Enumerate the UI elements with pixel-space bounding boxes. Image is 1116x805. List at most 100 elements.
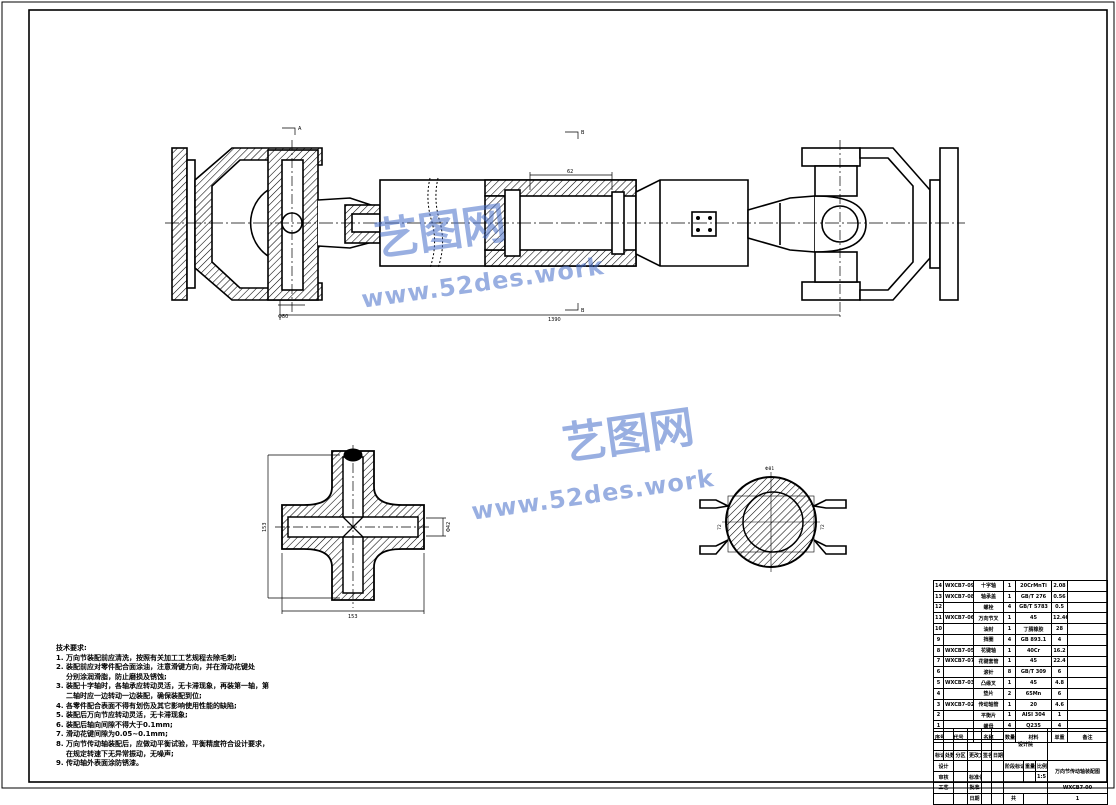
- parts-cell-material: 45: [1015, 612, 1052, 625]
- label-date: 日期: [991, 749, 1004, 762]
- note-item: 2. 装配前应对零件配合面涂油，注意滑键方向，并在滑动花键处: [56, 663, 255, 672]
- section-mark-b: B: [581, 130, 585, 136]
- parts-cell-note: 4.8: [1051, 677, 1068, 689]
- parts-cell-code: [943, 633, 974, 646]
- parts-cell-material: 45: [1015, 655, 1052, 668]
- parts-cell-note: 0.56: [1051, 590, 1068, 603]
- parts-cell-note: 12.46: [1051, 612, 1068, 625]
- parts-cell-name: 十字轴: [973, 580, 1004, 592]
- parts-cell-no: 9: [933, 633, 944, 646]
- parts-cell-name: 传动轴管: [973, 698, 1004, 711]
- dim-spline-length: 62: [567, 169, 573, 175]
- sheet-number: 1: [1047, 792, 1109, 805]
- parts-cell-code: [943, 666, 974, 679]
- label-doc: 更改文件号: [967, 749, 982, 762]
- parts-cell-qty: 8: [1003, 666, 1016, 679]
- parts-cell-material: GB/T 309: [1015, 666, 1052, 679]
- parts-cell-name: 螺栓: [973, 601, 1004, 614]
- note-item: 二轴时应一边转动一边装配，确保装配到位;: [66, 691, 202, 700]
- parts-cell-note: 4: [1051, 633, 1068, 646]
- note-item: 分别涂润滑脂，防止磨损及锈蚀;: [66, 672, 167, 681]
- parts-cell-remark: [1067, 709, 1108, 722]
- grease-fitting: [691, 211, 717, 237]
- parts-cell-note: 6: [1051, 666, 1068, 679]
- parts-cell-note: 6: [1051, 687, 1068, 700]
- parts-cell-material: 20: [1015, 698, 1052, 711]
- note-item: 3. 装配十字轴时，各轴承应转动灵活，无卡滞现象，再装第一轴，第: [56, 682, 269, 691]
- parts-cell-no: 10: [933, 623, 944, 635]
- company-name: 设计院: [1002, 727, 1049, 762]
- parts-cell-no: 2: [933, 709, 944, 722]
- label-ratio: 比例: [1034, 760, 1049, 773]
- parts-cell-note: 22.4: [1051, 655, 1068, 668]
- label-weight: 重量: [1023, 760, 1036, 773]
- parts-cell-qty: 4: [1003, 633, 1016, 646]
- parts-cell-qty: 1: [1003, 623, 1016, 635]
- parts-cell-no: 4: [933, 687, 944, 700]
- parts-cell-remark: [1067, 590, 1108, 603]
- label-stage: 阶段标记: [1003, 760, 1024, 773]
- notes-title: 技术要求:: [56, 644, 87, 652]
- parts-cell-note: 28: [1051, 623, 1068, 635]
- parts-cell-qty: 1: [1003, 677, 1016, 689]
- drawing-name: 万向节传动轴装配图: [1047, 760, 1109, 783]
- parts-cell-note: 2.08: [1051, 580, 1068, 592]
- dim-cross-journal: Φ42: [446, 522, 452, 532]
- parts-cell-material: 40Cr: [1015, 644, 1052, 657]
- label-std: 标准化: [967, 771, 982, 783]
- parts-cell-code: WXCB7-08: [943, 590, 974, 603]
- dim-overall-length: 1390: [548, 317, 561, 323]
- parts-cell-code: WXCB7-02: [943, 698, 974, 711]
- drawing-code: WXCB7-00: [1047, 781, 1109, 794]
- dim-cross-width: 153: [348, 614, 358, 620]
- parts-cell-material: 65Mn: [1015, 687, 1052, 700]
- parts-cell-name: 花键套管: [973, 655, 1004, 668]
- parts-cell-material: AISI 304: [1015, 709, 1052, 722]
- parts-cell-qty: 1: [1003, 644, 1016, 657]
- parts-cell-name: 凸缘叉: [973, 677, 1004, 689]
- parts-cell-note: 0.5: [1051, 601, 1068, 614]
- label-date-2: 日期: [967, 792, 982, 805]
- note-item: 9. 传动轴外表面涂防锈漆。: [56, 759, 143, 768]
- parts-cell-remark: [1067, 687, 1108, 700]
- parts-cell-remark: [1067, 580, 1108, 592]
- dim-bottom-left: Φ80: [278, 314, 288, 320]
- note-item: 1. 万向节装配前应清洗，按照有关加工工艺规程去除毛刺;: [56, 653, 237, 662]
- parts-cell-qty: 1: [1003, 590, 1016, 603]
- parts-cell-material: GB/T 5783: [1015, 601, 1052, 614]
- parts-cell-name: 挡圈: [973, 633, 1004, 646]
- note-item: 5. 装配后万向节应转动灵活，无卡滞现象;: [56, 711, 188, 720]
- note-item: 7. 滑动花键间隙为0.05~0.1mm;: [56, 730, 168, 739]
- label-sign: 签名: [981, 749, 992, 762]
- scale-value: 1:5: [1034, 771, 1049, 783]
- dim-end-right: 72: [820, 524, 826, 530]
- parts-cell-code: WXCB7-06: [943, 612, 974, 625]
- main-assembly-view: [171, 147, 959, 301]
- right-flange: [939, 147, 959, 301]
- parts-cell-no: 6: [933, 666, 944, 679]
- label-zone: 分区: [953, 749, 968, 762]
- parts-cell-no: 5: [933, 677, 944, 689]
- parts-cell-name: 油封: [973, 623, 1004, 635]
- parts-cell-qty: 2: [1003, 687, 1016, 700]
- parts-cell-remark: [1067, 698, 1108, 711]
- section-mark-b-lower: B: [581, 308, 585, 314]
- parts-cell-qty: 1: [1003, 709, 1016, 722]
- note-item: 4. 各零件配合表面不得有划伤及其它影响使用性能的缺陷;: [56, 701, 237, 710]
- parts-cell-name: 轴承盖: [973, 590, 1004, 603]
- parts-cell-remark: [1067, 677, 1108, 689]
- parts-cell-code: WXCB7-03: [943, 677, 974, 689]
- parts-cell-note: 16.2: [1051, 644, 1068, 657]
- note-item: 8. 万向节传动轴装配后，应做动平衡试验，平衡精度符合设计要求，: [56, 739, 269, 748]
- label-design: 设计: [933, 760, 954, 773]
- parts-cell-name: 平衡片: [973, 709, 1004, 722]
- parts-cell-qty: 1: [1003, 698, 1016, 711]
